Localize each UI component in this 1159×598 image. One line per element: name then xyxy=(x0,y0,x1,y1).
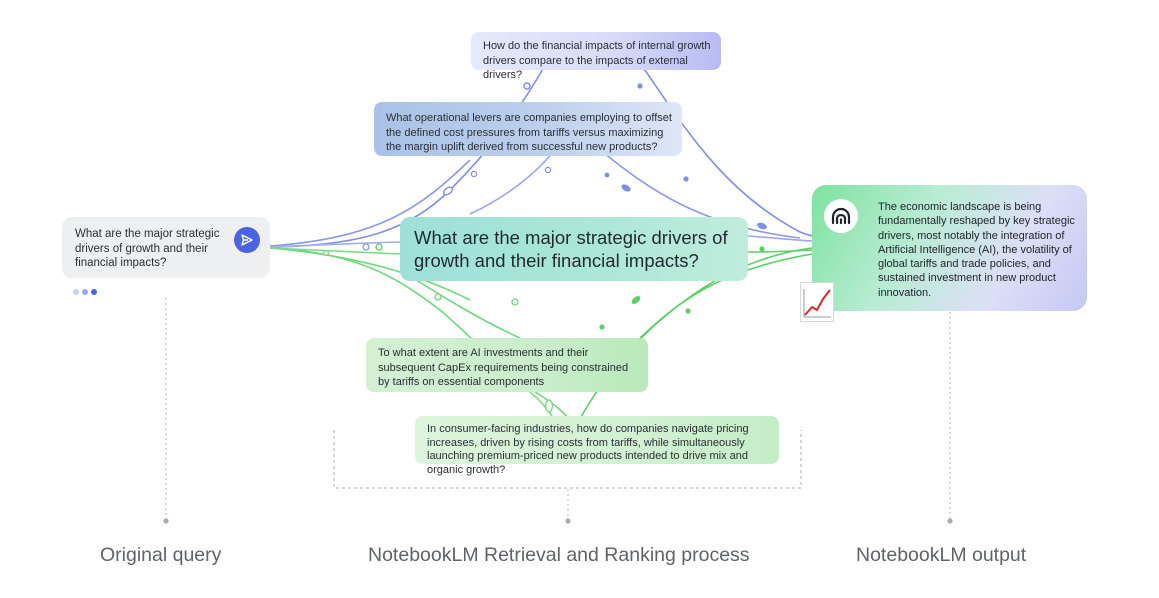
line-node xyxy=(375,243,383,251)
subquery-operational-levers: What operational levers are companies em… xyxy=(374,102,682,156)
green-line-mid-left xyxy=(269,247,471,301)
label-connector-dots xyxy=(163,518,953,524)
green-line-flat xyxy=(269,247,401,255)
label-original-query: Original query xyxy=(100,544,222,566)
line-node xyxy=(631,296,641,304)
subquery-text: To what extent are AI investments and th… xyxy=(378,347,629,388)
green-line-right-flat xyxy=(747,249,813,253)
subquery-internal-external: How do the financial impacts of internal… xyxy=(471,32,721,81)
subquery-text: How do the financial impacts of internal… xyxy=(483,40,711,81)
blue-line-ops-right xyxy=(599,149,801,239)
line-node xyxy=(685,308,691,314)
line-node xyxy=(599,324,605,330)
typing-dot xyxy=(91,289,97,295)
line-node xyxy=(322,249,330,257)
line-node xyxy=(637,83,643,89)
line-node xyxy=(621,184,631,192)
line-node xyxy=(604,172,610,178)
green-line-left xyxy=(269,247,576,429)
blue-line-ops-mid xyxy=(469,149,556,215)
main-query-card: What are the major strategic drivers of … xyxy=(400,217,748,281)
output-text: The economic landscape is being fundamen… xyxy=(878,201,1075,299)
line-chart-icon xyxy=(800,282,834,322)
notebooklm-logo-icon xyxy=(824,199,858,233)
typing-indicator xyxy=(73,289,103,297)
send-icon xyxy=(241,234,253,246)
process-bracket xyxy=(333,430,802,489)
subquery-text: What operational levers are companies em… xyxy=(386,112,672,153)
send-button[interactable] xyxy=(234,227,260,253)
blue-line-right-flat xyxy=(747,235,813,242)
label-notebooklm-output: NotebookLM output xyxy=(856,544,1027,566)
green-flow-lines xyxy=(269,247,813,429)
blue-line-ops-left xyxy=(269,159,471,247)
line-node xyxy=(434,293,442,301)
line-node xyxy=(759,246,765,252)
line-node xyxy=(470,170,478,178)
green-line-low xyxy=(529,391,553,417)
line-node xyxy=(442,186,454,196)
line-node xyxy=(511,298,519,306)
line-node xyxy=(683,176,689,182)
line-node xyxy=(362,243,370,251)
label-retrieval-process: NotebookLM Retrieval and Ranking process xyxy=(368,544,750,566)
label-connectors xyxy=(165,298,951,519)
output-card: The economic landscape is being fundamen… xyxy=(812,185,1087,311)
subquery-text: In consumer-facing industries, how do co… xyxy=(427,423,749,476)
line-node xyxy=(757,222,767,230)
original-query-bubble: What are the major strategic drivers of … xyxy=(62,217,270,278)
line-node xyxy=(523,82,531,90)
green-line-ai-up xyxy=(409,275,521,339)
original-query-text: What are the major strategic drivers of … xyxy=(75,228,220,269)
main-query-text: What are the major strategic drivers of … xyxy=(414,227,728,271)
typing-dot xyxy=(73,289,79,295)
green-line-right-2 xyxy=(639,253,813,339)
line-node xyxy=(544,399,554,413)
blue-line-flat xyxy=(269,241,401,248)
subquery-consumer-facing: In consumer-facing industries, how do co… xyxy=(415,416,779,476)
typing-dot xyxy=(82,289,88,295)
subquery-ai-investments: To what extent are AI investments and th… xyxy=(366,338,648,392)
line-node xyxy=(544,166,552,174)
line-nodes xyxy=(322,82,767,413)
